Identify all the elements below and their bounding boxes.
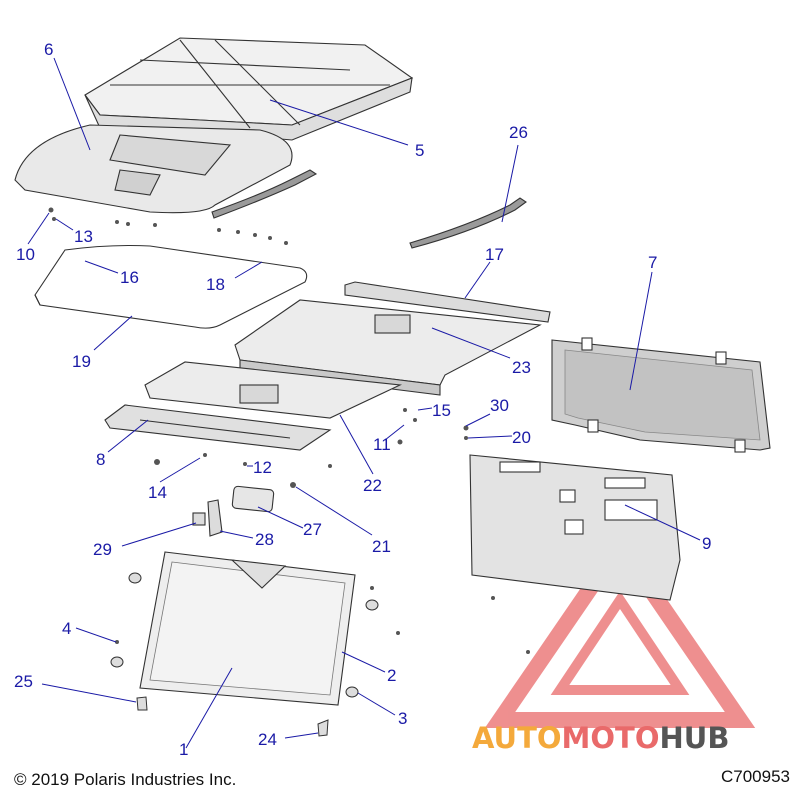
callout-6: 6 xyxy=(44,40,53,59)
callout-21: 21 xyxy=(372,537,391,556)
callout-14: 14 xyxy=(148,483,167,502)
callout-7: 7 xyxy=(648,253,657,272)
watermark-logo xyxy=(484,530,756,728)
part-front-tray xyxy=(144,361,403,419)
callout-8: 8 xyxy=(96,450,105,469)
callout-16: 16 xyxy=(120,268,139,287)
callout-15: 15 xyxy=(432,401,451,420)
callout-23: 23 xyxy=(512,358,531,377)
part-seal-strip-upper xyxy=(211,169,318,219)
callout-4: 4 xyxy=(62,619,71,638)
part-seal-frame xyxy=(34,244,308,329)
callout-26: 26 xyxy=(509,123,528,142)
part-rear-tray xyxy=(234,299,542,396)
part-bracket-28 xyxy=(207,499,223,537)
callout-24: 24 xyxy=(258,730,277,749)
callout-19: 19 xyxy=(72,352,91,371)
part-back-panel xyxy=(469,454,681,601)
drawing-number: C700953 xyxy=(720,767,790,786)
callout-3: 3 xyxy=(398,709,407,728)
part-rear-bracket xyxy=(344,281,551,323)
callout-labels: 1 2 3 4 5 6 7 8 9 10 11 12 13 14 15 16 1… xyxy=(14,40,711,759)
hardware xyxy=(48,207,530,737)
watermark-text: AUTOMOTOHUB xyxy=(472,721,729,755)
callout-17: 17 xyxy=(485,245,504,264)
part-windshield xyxy=(139,551,356,706)
callout-11: 11 xyxy=(373,435,391,454)
callout-22: 22 xyxy=(363,476,382,495)
callout-13: 13 xyxy=(74,227,93,246)
part-bracket-29 xyxy=(192,512,206,526)
part-crossbar xyxy=(104,404,332,451)
callout-9: 9 xyxy=(702,534,711,553)
callout-29: 29 xyxy=(93,540,112,559)
callout-28: 28 xyxy=(255,530,274,549)
callout-27: 27 xyxy=(303,520,322,539)
callout-1: 1 xyxy=(179,740,188,759)
callout-2: 2 xyxy=(387,666,396,685)
part-headliner xyxy=(14,124,293,214)
part-rear-window-panel xyxy=(551,337,771,453)
callout-18: 18 xyxy=(206,275,225,294)
callout-10: 10 xyxy=(16,245,35,264)
callout-20: 20 xyxy=(512,428,531,447)
copyright-text: © 2019 Polaris Industries Inc. xyxy=(14,770,237,789)
leader-lines xyxy=(27,57,701,749)
part-roof-top xyxy=(84,37,414,141)
part-seal-strip-26 xyxy=(409,197,527,249)
part-mirror xyxy=(231,485,275,513)
callout-30: 30 xyxy=(490,396,509,415)
callout-12: 12 xyxy=(253,458,272,477)
callout-25: 25 xyxy=(14,672,33,691)
callout-5: 5 xyxy=(415,141,424,160)
